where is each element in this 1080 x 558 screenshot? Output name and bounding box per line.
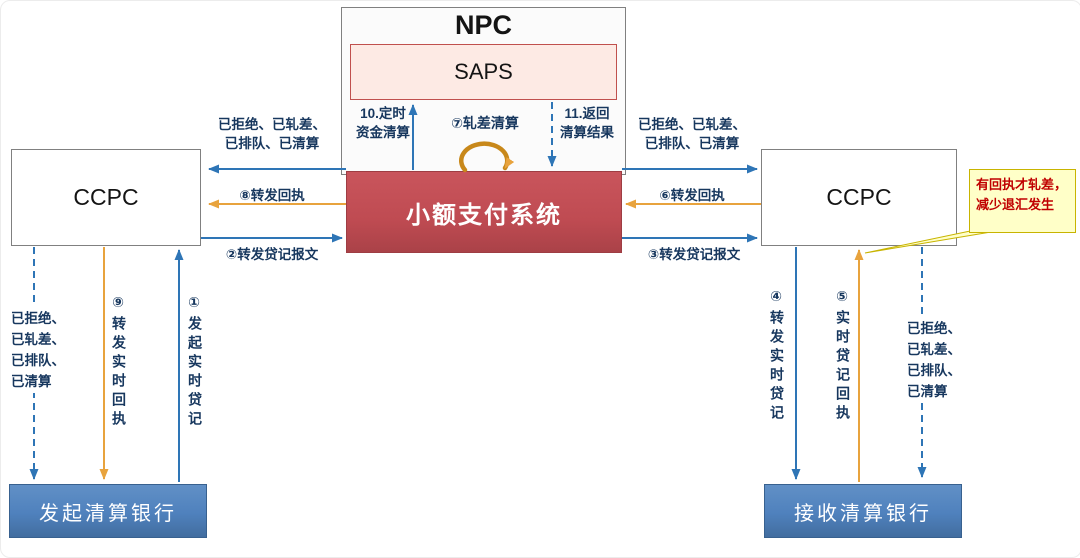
ccpc-left-box: CCPC (11, 149, 201, 246)
label-timed-fund-settlement: 10.定时 资金清算 (356, 106, 410, 140)
label-initiate-realtime-credit: ①发起实时贷记 (187, 295, 203, 430)
label-forward-realtime-receipt: ⑨转发实时回执 (111, 295, 127, 430)
label-forward-realtime-credit: ④转发实时贷记 (769, 289, 785, 424)
label-status-to-bank-left: 已拒绝、 已轧差、 已排队、 已清算 (9, 307, 67, 393)
saps-box: SAPS (350, 44, 617, 100)
payment-system-box: 小额支付系统 (346, 171, 622, 253)
label-forward-credit-left: ②转发贷记报文 (225, 247, 319, 262)
ccpc-right-box: CCPC (761, 149, 957, 246)
label-forward-receipt-right: ⑥转发回执 (659, 188, 725, 203)
label-realtime-credit-receipt: ⑤实时贷记回执 (835, 289, 851, 424)
label-return-settlement-result: 11.返回 清算结果 (560, 106, 614, 140)
label-status-to-bank-right: 已拒绝、 已轧差、 已排队、 已清算 (905, 317, 963, 403)
label-netting-settlement: ⑦轧差清算 (451, 115, 519, 131)
initiating-bank-box: 发起清算银行 (9, 484, 207, 538)
label-status-to-ccpc-right: 已拒绝、已轧差、 已排队、已清算 (638, 117, 746, 151)
label-status-to-ccpc-left: 已拒绝、已轧差、 已排队、已清算 (218, 117, 326, 151)
label-forward-receipt-left: ⑧转发回执 (239, 188, 305, 203)
callout-note: 有回执才轧差，减少退汇发生 (969, 169, 1076, 233)
npc-label: NPC (454, 10, 512, 40)
label-forward-credit-right: ③转发贷记报文 (647, 247, 741, 262)
receiving-bank-box: 接收清算银行 (764, 484, 962, 538)
